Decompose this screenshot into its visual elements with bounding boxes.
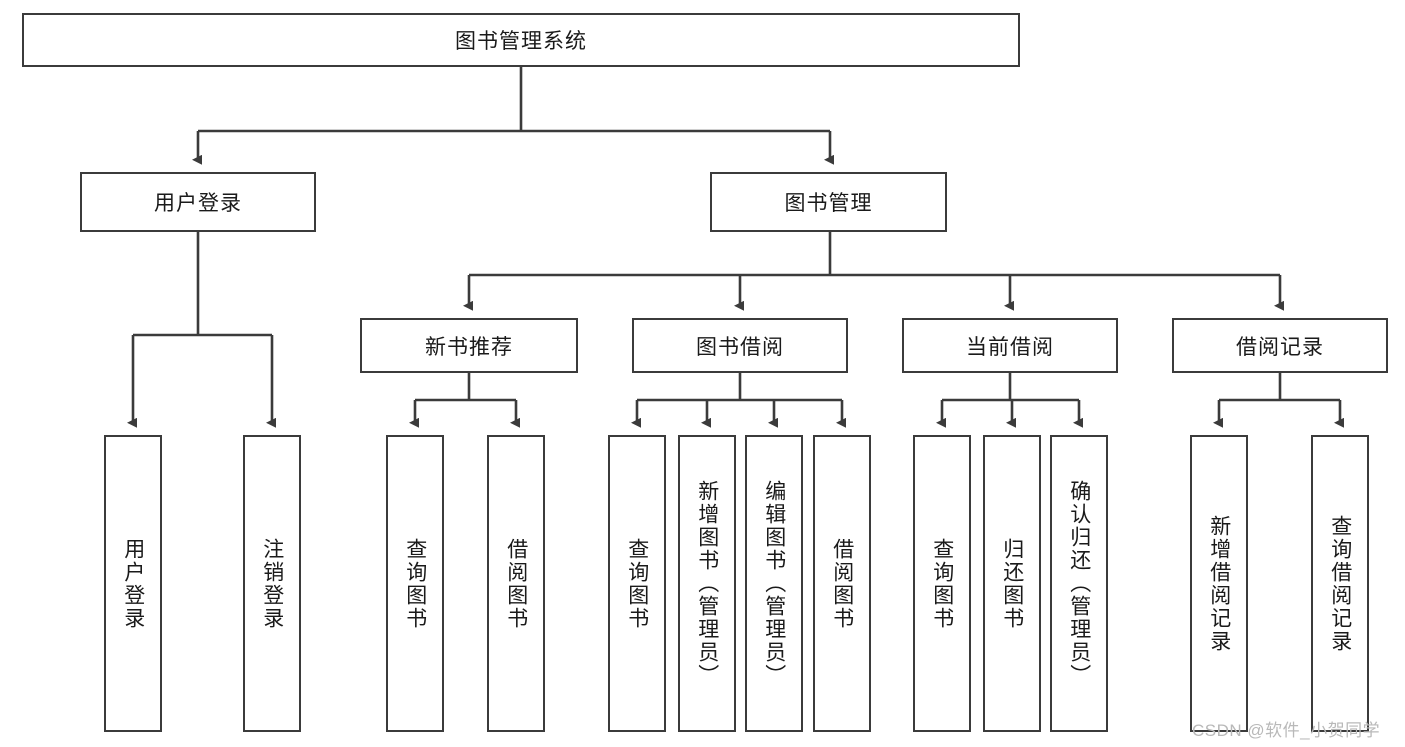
node-label: 查询借阅记录	[1328, 514, 1352, 653]
node-label: 编辑图书（管理员）	[762, 480, 786, 687]
node-label: 图书管理	[784, 192, 873, 215]
node-new-book-recommend[interactable]: 新书推荐	[360, 318, 578, 373]
node-book-management[interactable]: 图书管理	[710, 172, 947, 232]
node-leaf-borrow-book-2[interactable]: 借阅图书	[813, 435, 871, 732]
node-leaf-user-login[interactable]: 用户登录	[104, 435, 162, 732]
node-label: 确认归还（管理员）	[1067, 480, 1091, 687]
node-current-borrow[interactable]: 当前借阅	[902, 318, 1118, 373]
node-leaf-confirm-return[interactable]: 确认归还（管理员）	[1050, 435, 1108, 732]
node-label: 图书借阅	[696, 335, 784, 359]
node-book-borrow[interactable]: 图书借阅	[632, 318, 848, 373]
node-user-login[interactable]: 用户登录	[80, 172, 316, 232]
node-label: 当前借阅	[966, 335, 1054, 359]
node-leaf-query-record[interactable]: 查询借阅记录	[1311, 435, 1369, 732]
node-label: 借阅图书	[504, 537, 528, 630]
node-leaf-add-record[interactable]: 新增借阅记录	[1190, 435, 1248, 732]
node-label: 查询图书	[625, 537, 649, 630]
node-leaf-logout[interactable]: 注销登录	[243, 435, 301, 732]
node-label: 注销登录	[260, 537, 284, 630]
node-label: 归还图书	[1000, 537, 1024, 630]
node-label: 新增图书（管理员）	[695, 480, 719, 687]
node-system-root[interactable]: 图书管理系统	[22, 13, 1020, 67]
node-leaf-return-book[interactable]: 归还图书	[983, 435, 1041, 732]
node-label: 新增借阅记录	[1207, 514, 1231, 653]
node-label: 用户登录	[154, 192, 242, 215]
node-leaf-query-book-2[interactable]: 查询图书	[608, 435, 666, 732]
node-label: 图书管理系统	[455, 30, 587, 53]
node-borrow-record[interactable]: 借阅记录	[1172, 318, 1388, 373]
node-label: 借阅图书	[830, 537, 854, 630]
node-leaf-add-book[interactable]: 新增图书（管理员）	[678, 435, 736, 732]
node-label: 新书推荐	[425, 335, 513, 359]
node-leaf-query-book-3[interactable]: 查询图书	[913, 435, 971, 732]
node-label: 用户登录	[121, 537, 145, 630]
node-label: 查询图书	[930, 537, 954, 630]
node-label: 查询图书	[403, 537, 427, 630]
node-label: 借阅记录	[1236, 335, 1324, 359]
node-leaf-borrow-book-1[interactable]: 借阅图书	[487, 435, 545, 732]
node-leaf-query-book-1[interactable]: 查询图书	[386, 435, 444, 732]
node-leaf-edit-book[interactable]: 编辑图书（管理员）	[745, 435, 803, 732]
csdn-watermark: CSDN @软件_小贺同学	[1192, 721, 1381, 740]
